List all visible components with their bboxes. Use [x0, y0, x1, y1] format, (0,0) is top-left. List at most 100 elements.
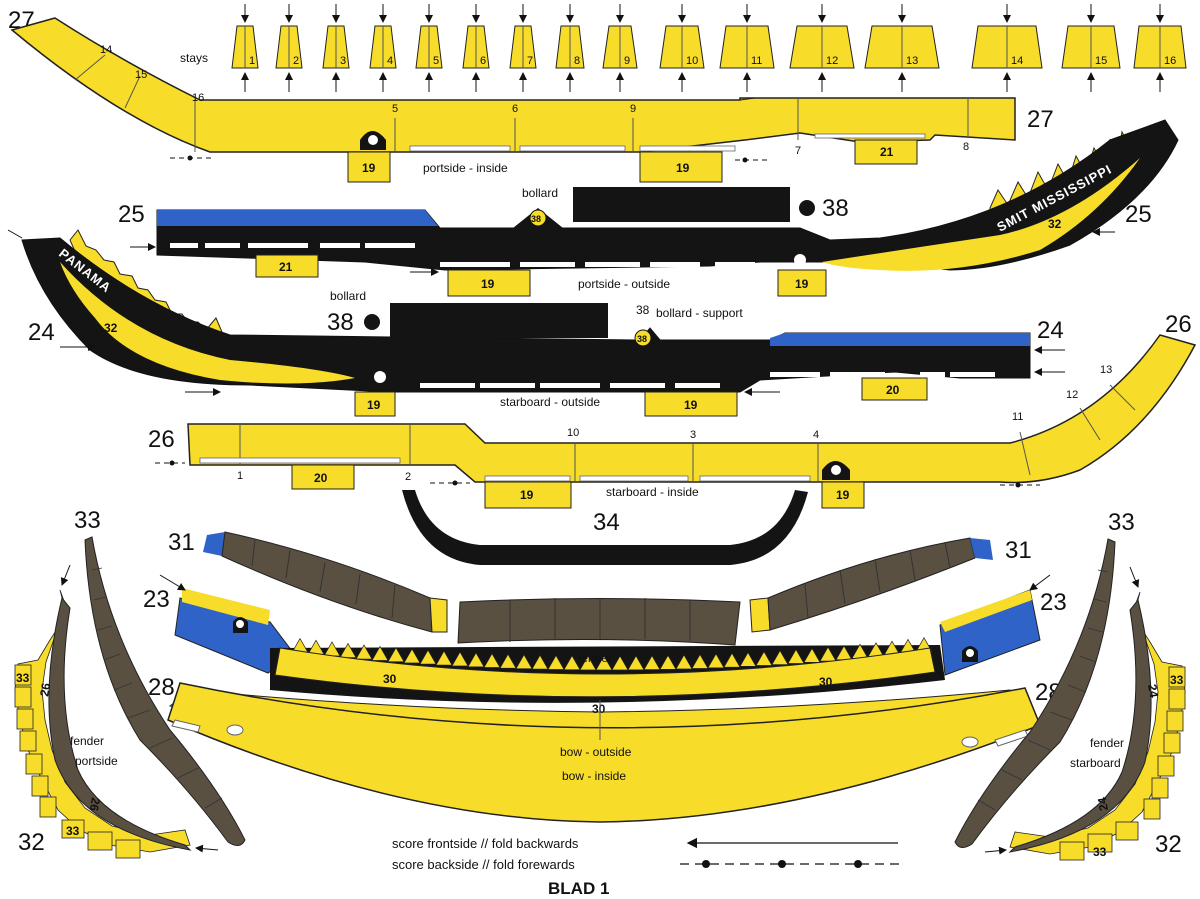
p27-seg-9: 9	[630, 103, 636, 115]
part-26-starboard-inside: 26 26 1 2 10 3 4 11 12 13 20	[148, 311, 1197, 509]
p24-tab-19a: 19	[367, 398, 381, 412]
p26-caption: starboard - inside	[606, 485, 699, 499]
part-26-label-right: 26	[1165, 311, 1192, 338]
p33-tab-left-bottom: 33	[66, 824, 80, 838]
bow-outside-label: bow - outside	[560, 745, 632, 759]
part-23-label-left: 23	[143, 586, 170, 613]
p27-caption: portside - inside	[423, 161, 508, 175]
p26-seg-10: 10	[567, 427, 579, 439]
p27-seg-8: 8	[963, 141, 969, 153]
part-33-label-right: 33	[1108, 509, 1135, 536]
stay-number: 14	[1011, 55, 1023, 67]
p24-bow-num: 32	[104, 321, 118, 335]
bollard-top-num: 38	[822, 195, 849, 222]
part-31-fenders: 31 31	[168, 529, 1032, 646]
p24-tab-19b: 19	[684, 398, 698, 412]
stay-number: 7	[527, 55, 533, 67]
part-34-label: 34	[593, 509, 620, 536]
stay-number: 5	[433, 55, 439, 67]
part-33-label-left: 33	[74, 507, 101, 534]
part-27-portside-inside: 27 27 14 15 16 5 6 9 7 8	[8, 7, 1054, 183]
p30-num-center: 30	[592, 702, 606, 716]
fender-port-num-a: 26	[37, 682, 53, 698]
p26-tab-20: 20	[314, 471, 328, 485]
p26-seg-4: 4	[813, 429, 819, 441]
p26-seg-13: 13	[1100, 364, 1112, 376]
part-33-32-left: 33 32 33 33	[14, 507, 246, 859]
bollard-top: bollard 38	[522, 186, 849, 222]
stay-number: 15	[1095, 55, 1107, 67]
bollard-support-label: 38 bollard - support	[636, 303, 743, 320]
stay-number: 16	[1164, 55, 1176, 67]
p30-num-left: 30	[383, 672, 397, 686]
bollard-support-num: 38	[636, 303, 650, 317]
p25-tab-19b: 19	[795, 277, 809, 291]
stay-number: 3	[340, 55, 346, 67]
p33-tab-right: 33	[1170, 673, 1184, 687]
part-27-label-right: 27	[1027, 106, 1054, 133]
bollard-bottom-label: bollard	[330, 289, 366, 303]
part-31-label-left: 31	[168, 529, 195, 556]
bollard-bottom-num: 38	[327, 309, 354, 336]
p25-bollard-num: 38	[531, 214, 541, 224]
part-32-label-right: 32	[1155, 831, 1182, 858]
p26-seg-11: 11	[1012, 411, 1023, 423]
legend-score-front: score frontside // fold backwards	[392, 836, 579, 851]
part-33-32-right: 33 32 33 33 fend	[954, 509, 1186, 861]
p26-seg-1: 1	[237, 470, 243, 482]
p26-seg-12: 12	[1066, 389, 1078, 401]
stay-number: 13	[906, 55, 918, 67]
fender-star-num-b: 24	[1095, 796, 1111, 812]
part-25-label-right: 25	[1125, 201, 1152, 228]
fender-star-num-a: 24	[1145, 683, 1161, 699]
p27-tab-19b: 19	[676, 161, 690, 175]
p27-seg-7: 7	[795, 145, 801, 157]
part-26-body	[187, 334, 1197, 484]
stay-number: 11	[751, 55, 762, 67]
fender-star-line2: starboard	[1070, 756, 1121, 770]
bollard-top-label: bollard	[522, 186, 558, 200]
p24-caption: starboard - outside	[500, 395, 600, 409]
part-28-label-left: 28	[148, 674, 175, 701]
p27-seg-6: 6	[512, 103, 518, 115]
legend-score-back: score backside // fold forewards	[392, 857, 575, 872]
stay-number: 2	[293, 55, 299, 67]
p30-num-right: 30	[819, 675, 833, 689]
stay-number: 4	[387, 55, 393, 67]
stay-number: 1	[249, 55, 255, 67]
stay-number: 8	[574, 55, 580, 67]
sheet-title: BLAD 1	[548, 879, 609, 898]
part-32-label-left: 32	[18, 829, 45, 856]
p33-tab-right-bottom: 33	[1093, 845, 1107, 859]
p25-caption: portside - outside	[578, 277, 670, 291]
stay-number: 6	[480, 55, 486, 67]
fender-star-line1: fender	[1090, 736, 1124, 750]
bow-inside-label: bow - inside	[562, 769, 626, 783]
p27-seg-15: 15	[135, 69, 147, 81]
p27-tab-19a: 19	[362, 161, 376, 175]
part-25-label-left: 25	[118, 201, 145, 228]
p26-seg-2: 2	[405, 471, 411, 483]
p26-tab-19a: 19	[520, 488, 534, 502]
fender-port-num-b: 26	[87, 796, 103, 812]
p27-tab-21: 21	[880, 145, 894, 159]
p26-tab-19b: 19	[836, 488, 850, 502]
part-24-body	[21, 237, 1031, 393]
part-23-label-right: 23	[1040, 589, 1067, 616]
bollard-support-text: bollard - support	[656, 306, 743, 320]
p24-bollard-num: 38	[637, 334, 647, 344]
p24-tab-20: 20	[886, 383, 900, 397]
fender-port-line2: portside	[75, 754, 118, 768]
part-24-label-right: 24	[1037, 317, 1064, 344]
part-26-label-left: 26	[148, 426, 175, 453]
fender-port-line1: fender	[70, 734, 104, 748]
p33-tab-left: 33	[16, 671, 30, 685]
p25-bow-num: 32	[1048, 217, 1062, 231]
fender-center-label: fender	[578, 651, 612, 665]
p27-seg-5: 5	[392, 103, 398, 115]
stays-label: stays	[180, 51, 208, 65]
part-24-label-left: 24	[28, 319, 55, 346]
bollard-bottom: bollard 38	[327, 289, 608, 338]
